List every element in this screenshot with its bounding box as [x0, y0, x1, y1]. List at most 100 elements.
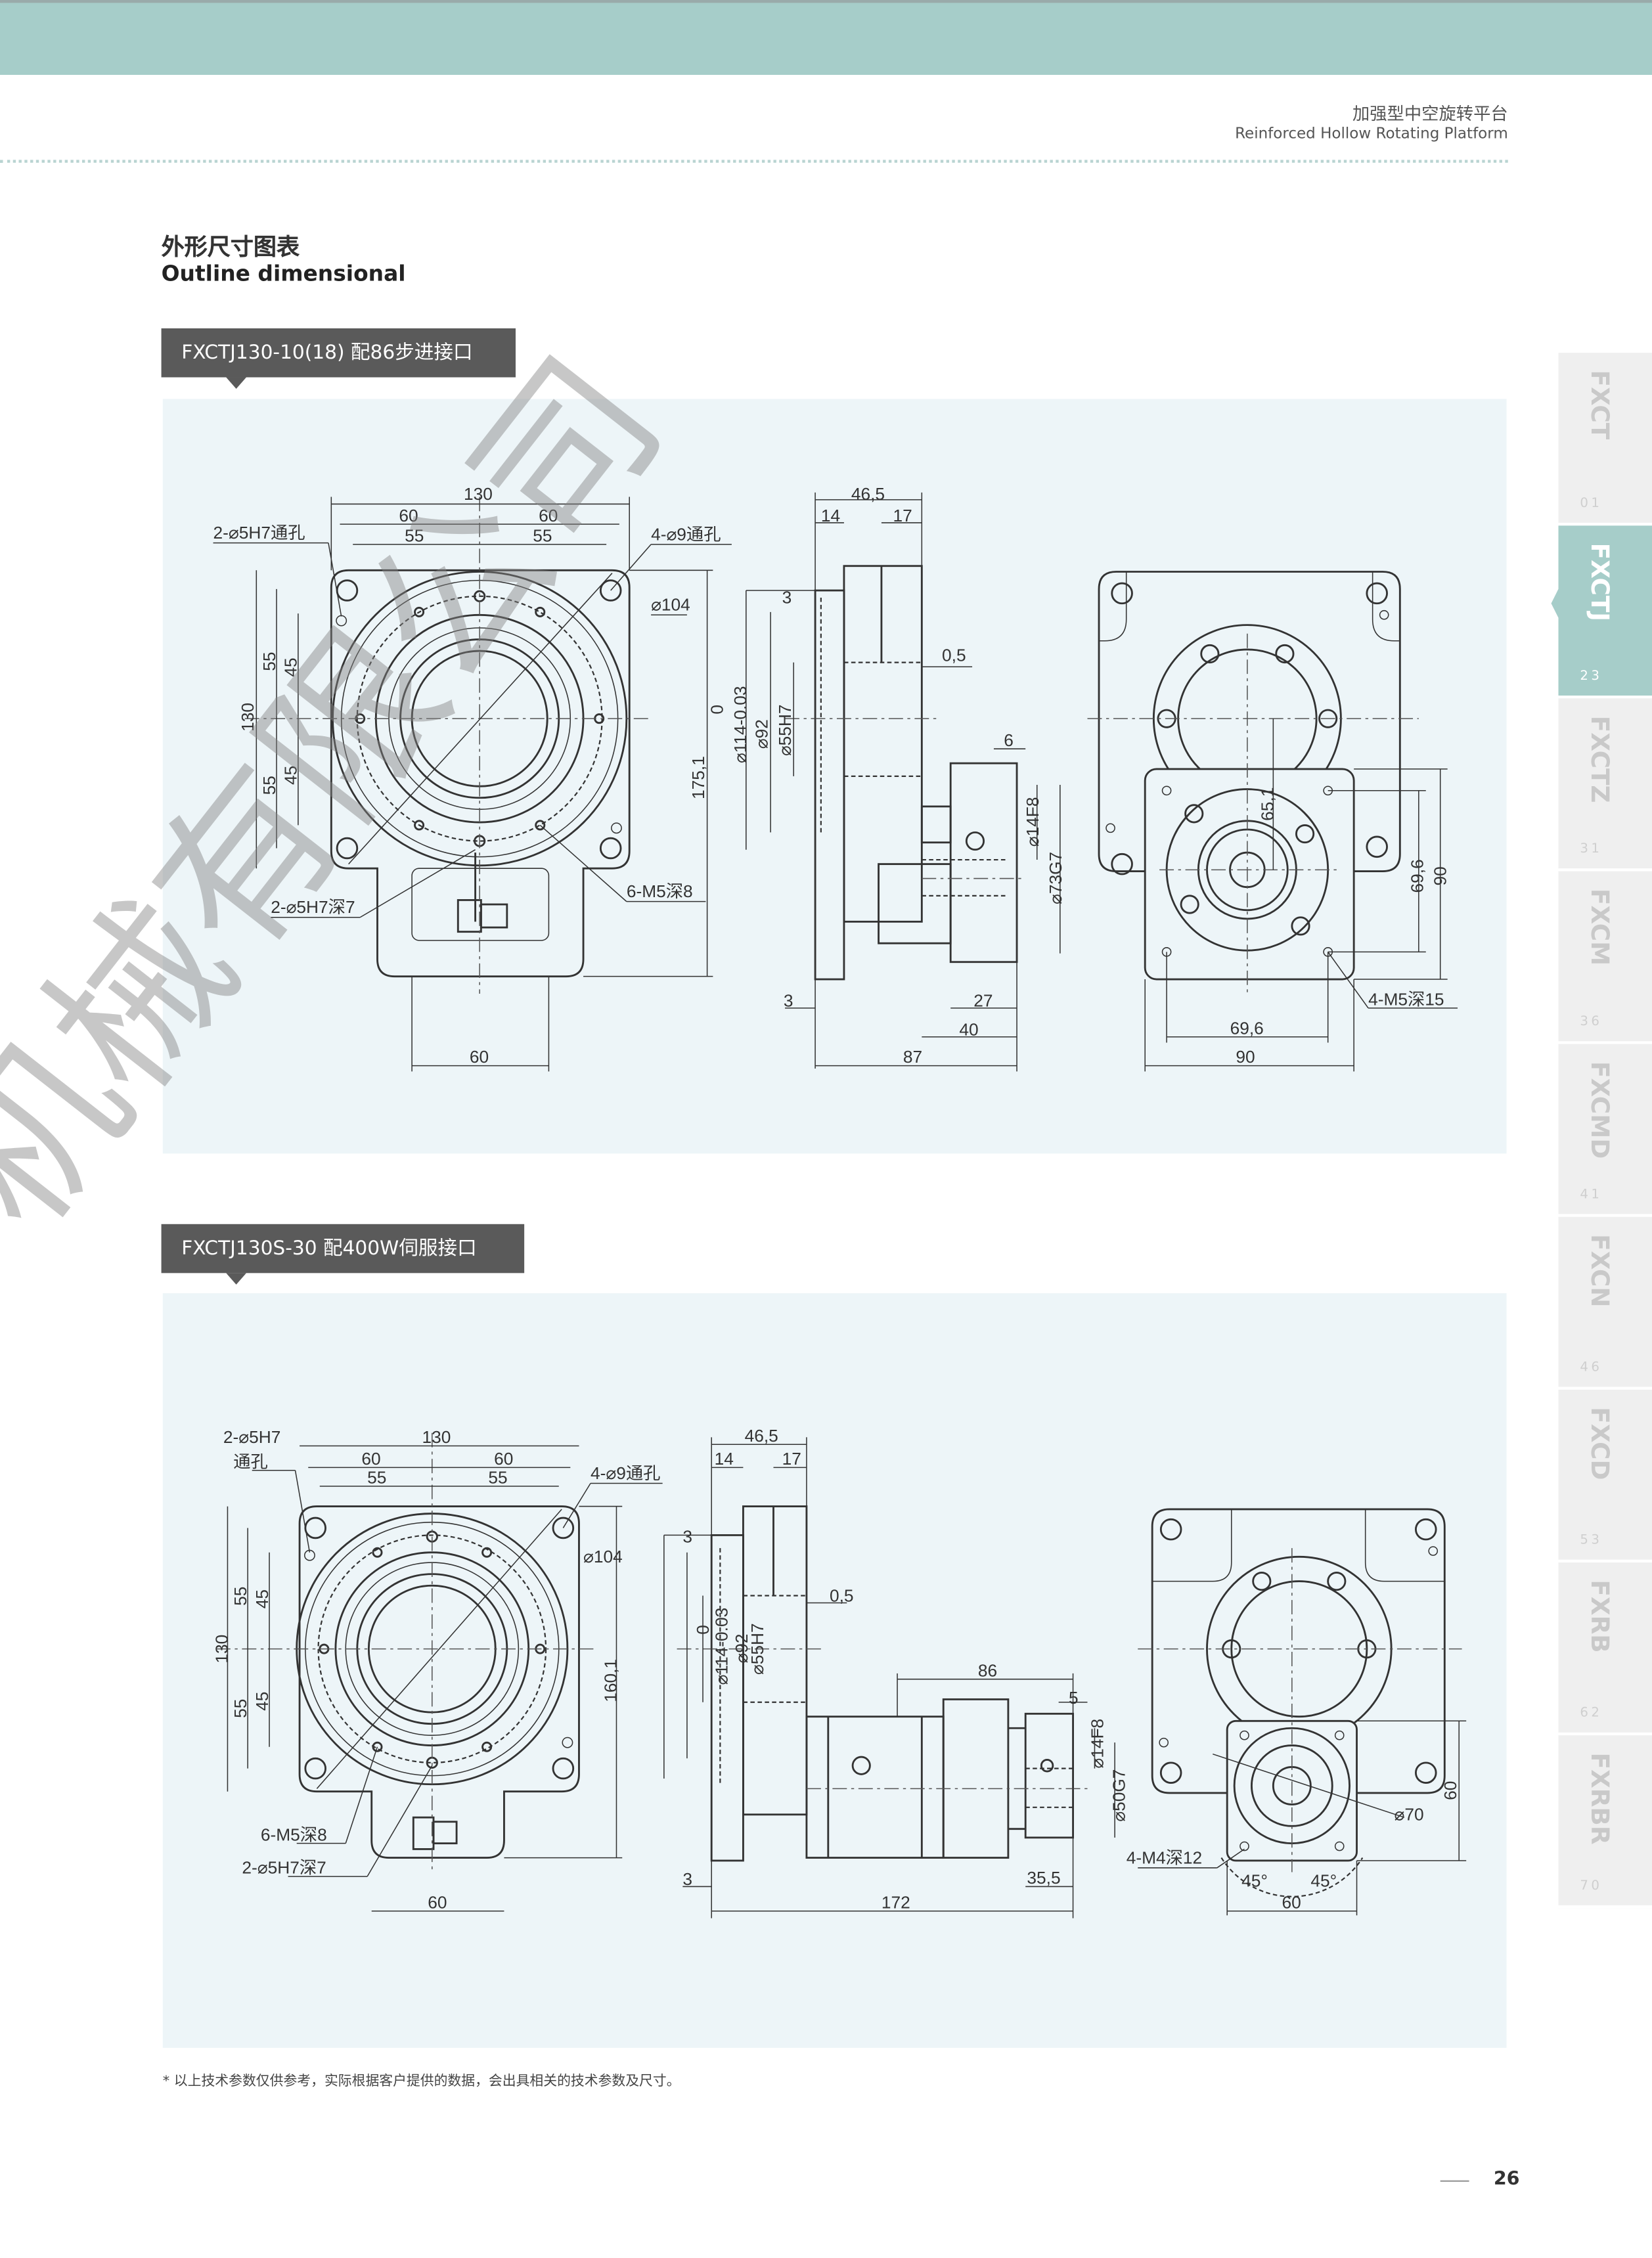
dim-label: 27: [973, 991, 993, 1011]
tab-fxrb[interactable]: FXRB 62: [1558, 1562, 1652, 1736]
dim-label: 130: [464, 484, 493, 504]
dim-label: 46,5: [745, 1426, 778, 1446]
footnote: * 以上技术参数仅供参考，实际根据客户提供的数据，会出具相关的技术参数及尺寸。: [162, 2073, 681, 2090]
dim-label: 17: [782, 1449, 801, 1469]
tab-page: 62: [1580, 1706, 1603, 1721]
drawing2-panel: [162, 1293, 1507, 2048]
tab-label: FXCTJ: [1584, 542, 1613, 622]
dim-label: ⌀92: [752, 719, 772, 749]
tab-page: 46: [1580, 1361, 1603, 1376]
dim-label: ⌀55H7: [775, 704, 795, 756]
dim-label: ⌀14F8: [1023, 797, 1042, 847]
tab-label: FXRBR: [1584, 1752, 1613, 1845]
callout-label: 6-M5深8: [627, 881, 693, 901]
tab-fxrbr[interactable]: FXRBR 70: [1558, 1735, 1652, 1909]
tab-fxcmd[interactable]: FXCMD 41: [1558, 1044, 1652, 1217]
dim-label: 3: [682, 1869, 692, 1889]
callout-label: 4-⌀9通孔: [651, 524, 721, 544]
tab-fxctz[interactable]: FXCTZ 31: [1558, 698, 1652, 872]
callout-label: ⌀104: [583, 1547, 623, 1566]
dim-label: 0: [707, 705, 727, 715]
tab-page: 01: [1580, 497, 1603, 512]
dim-label: 60: [361, 1449, 380, 1469]
dim-label: 17: [893, 506, 912, 525]
callout-label: 2-⌀5H7: [223, 1427, 280, 1447]
watermark-text: 机械有限公司: [0, 323, 700, 1264]
tab-label: FXRB: [1584, 1580, 1613, 1653]
dim-label: ⌀55H7: [748, 1623, 767, 1675]
dim-label: 14: [821, 506, 840, 525]
tab-page: 41: [1580, 1187, 1603, 1203]
tab-page: 23: [1580, 669, 1603, 684]
drawing2-label: FXCTJ130S-30 配400W伺服接口: [161, 1224, 525, 1285]
tab-label: FXCMD: [1584, 1061, 1613, 1159]
dim-label: 90: [1236, 1047, 1255, 1067]
dim-label: 65,1: [1257, 787, 1277, 821]
dim-label: 69,6: [1407, 859, 1427, 893]
callout-label: 通孔: [233, 1451, 268, 1471]
dim-label: 45: [252, 1589, 272, 1608]
tab-label: FXCN: [1584, 1234, 1613, 1308]
dim-label: 60: [1282, 1892, 1301, 1912]
drawing1-front-view: 130 60 60 55 55 2-⌀5H7通孔 4-⌀9通孔 ⌀104 130…: [213, 484, 732, 1072]
dim-label: ⌀14F8: [1088, 1719, 1107, 1769]
dim-label: 45: [281, 657, 301, 676]
drawing2-front-view: 130 2-⌀5H7 通孔 60 60 55 55 4-⌀9通孔 ⌀104 13…: [212, 1427, 663, 1912]
dim-label: 55: [367, 1467, 386, 1487]
tab-page: 31: [1580, 842, 1603, 857]
tab-fxcn[interactable]: FXCN 46: [1558, 1216, 1652, 1390]
drawing2-side-view: 46,5 14 17 3 0,5 0 ⌀114-0.03 ⌀92 ⌀55H7 8…: [663, 1426, 1128, 1918]
dim-label: 3: [784, 991, 793, 1011]
dim-label: ⌀73G7: [1046, 852, 1065, 904]
page-number-rule: [1440, 2180, 1469, 2182]
dim-label: ⌀114-0.03: [711, 1608, 731, 1685]
callout-label: 4-⌀9通孔: [591, 1463, 660, 1483]
drawing1-end-view: 65,1 69,6 90 4-M5深15 69,6 90: [1087, 571, 1458, 1072]
dim-label: 55: [405, 525, 424, 545]
dim-label: 0,5: [942, 645, 966, 665]
dim-label: 3: [682, 1526, 692, 1546]
dim-label: 130: [238, 703, 257, 732]
dim-label: 172: [882, 1892, 910, 1912]
callout-label: 2-⌀5H7通孔: [213, 523, 305, 542]
page-number: 26: [1493, 2169, 1520, 2191]
dim-label: 6: [1004, 730, 1014, 750]
dim-label: 45: [281, 766, 301, 785]
callout-label: ⌀104: [651, 595, 690, 615]
dim-label: 55: [231, 1699, 250, 1718]
callout-label: ⌀70: [1395, 1805, 1424, 1825]
tab-page: 70: [1580, 1879, 1603, 1894]
drawing1-side-view: 46,5 14 17 3 0,5 0 ⌀114-0.03 ⌀92 ⌀55H7 6…: [707, 484, 1065, 1072]
dim-label: ⌀92: [732, 1633, 751, 1663]
callout-label: 4-M5深15: [1368, 990, 1444, 1009]
dim-label: 0: [693, 1625, 713, 1635]
callout-label: 4-M4深12: [1127, 1848, 1202, 1867]
dim-label: 87: [903, 1047, 922, 1067]
header-band: [0, 0, 1652, 76]
section-title-cn: 外形尺寸图表: [161, 233, 300, 261]
dim-label: 60: [470, 1047, 489, 1067]
callout-label: 2-⌀5H7深7: [242, 1858, 326, 1878]
dim-label: 55: [259, 776, 279, 795]
header-title-cn: 加强型中空旋转平台: [1352, 103, 1508, 124]
dim-label: 60: [1440, 1781, 1460, 1800]
drawing1-label: FXCTJ130-10(18) 配86步进接口: [161, 328, 516, 389]
dim-label: 3: [782, 588, 792, 608]
dim-label: 69,6: [1230, 1018, 1264, 1038]
dim-label: 60: [494, 1449, 513, 1469]
section-title-en: Outline dimensional: [161, 260, 406, 287]
tab-label: FXCTZ: [1584, 715, 1613, 803]
header-title-en: Reinforced Hollow Rotating Platform: [1235, 125, 1508, 143]
tab-fxctj[interactable]: FXCTJ 23: [1551, 525, 1652, 699]
tab-page: 53: [1580, 1534, 1603, 1549]
dim-label: 45: [252, 1692, 272, 1711]
callout-label: 2-⌀5H7深7: [271, 897, 355, 917]
angle-label: 45°: [1310, 1871, 1337, 1890]
dim-label: 175,1: [688, 756, 708, 799]
dim-label: 55: [533, 525, 552, 545]
tab-page: 36: [1580, 1015, 1603, 1030]
